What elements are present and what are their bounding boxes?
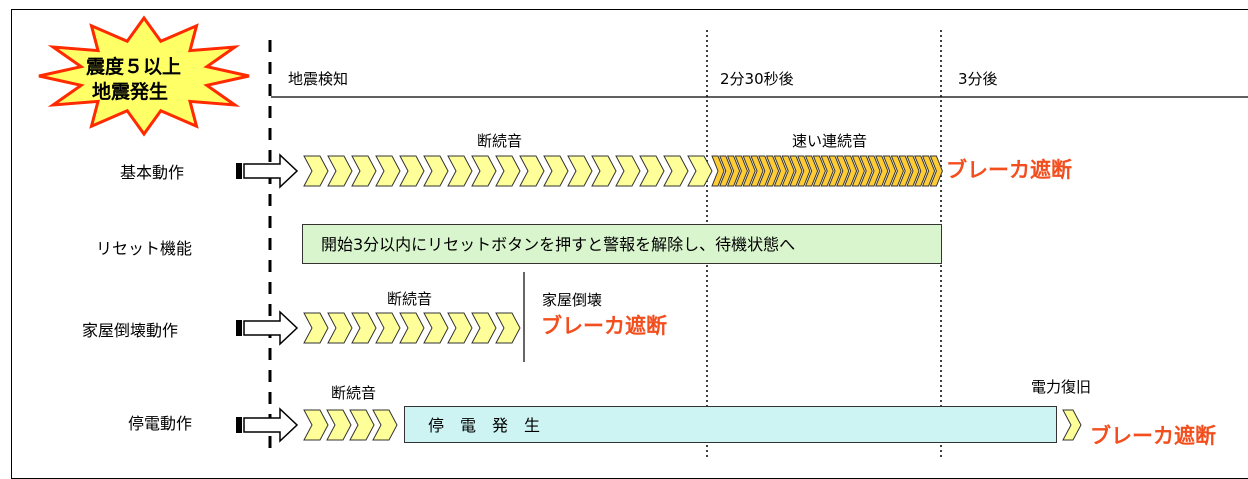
reset-function-box — [302, 224, 942, 264]
reset-function-description: 開始3分以内にリセットボタンを押すと警報を解除し、待機状態へ — [321, 235, 796, 254]
outage-text: 停 電 発 生 — [428, 416, 541, 435]
chevron-slow — [423, 155, 449, 187]
chevron-slow — [399, 312, 425, 344]
outage-start-arrow — [236, 407, 299, 443]
outage-result-breaker: ブレーカ遮断 — [1090, 424, 1216, 448]
chevron-slow — [327, 155, 353, 187]
chevron-slow — [351, 312, 377, 344]
chevron-fast — [742, 155, 756, 187]
collapse-event-label: 家屋倒壊 — [542, 291, 603, 309]
badge-line2: 地震発生 — [92, 81, 169, 103]
chevron-slow — [519, 155, 545, 187]
chevron-fast — [882, 155, 897, 187]
chevron-fast — [890, 155, 904, 187]
chevron-slow — [399, 155, 425, 187]
chevron-fast — [836, 155, 850, 187]
chevron-fast — [812, 155, 826, 187]
row-label-outage: 停電動作 — [128, 414, 193, 433]
chevron-fast — [781, 155, 795, 187]
collapse-start-arrow — [236, 310, 299, 346]
basic-start-arrow — [236, 153, 299, 189]
timeline-3m-label: 3分後 — [958, 70, 998, 88]
chevron-fast — [875, 155, 889, 187]
chevron-fast — [726, 155, 741, 187]
chevron-slow — [687, 155, 713, 187]
chevron-fast — [711, 155, 725, 187]
collapse-intermittent-label: 断続音 — [387, 290, 433, 308]
basic-intermittent-label: 断続音 — [477, 132, 523, 150]
chevron-fast — [773, 155, 787, 187]
chevron-slow — [375, 312, 401, 344]
chevron-fast — [867, 155, 881, 187]
chevron-slow — [471, 312, 497, 344]
timeline-detect-label: 地震検知 — [288, 70, 349, 88]
chevron-slow — [303, 312, 329, 344]
chevron-fast — [843, 155, 858, 187]
chevron-slow — [303, 409, 329, 441]
outage-box — [404, 406, 1057, 443]
chevron-fast — [929, 155, 943, 187]
chevron-fast — [898, 155, 912, 187]
chevron-fast — [851, 155, 865, 187]
chevron-fast — [921, 155, 936, 187]
chevron-slow — [471, 155, 497, 187]
earthquake-badge-starburst — [38, 15, 250, 137]
chevron-slow — [591, 155, 617, 187]
chevron-slow — [447, 312, 473, 344]
chevron-slow — [495, 155, 521, 187]
timeline-2m30s-label: 2分30秒後 — [720, 70, 794, 88]
outage-restore-label: 電力復旧 — [1031, 378, 1092, 396]
chevron-slow — [567, 155, 593, 187]
chevron-fast — [914, 155, 928, 187]
chevron-slow — [447, 155, 473, 187]
chevron-slow — [639, 155, 665, 187]
chevron-slow — [303, 155, 329, 187]
chevron-slow — [615, 155, 641, 187]
chevron-slow — [327, 312, 353, 344]
chevron-fast — [789, 155, 803, 187]
chevron-slow — [495, 312, 521, 344]
chevron-restore — [1062, 409, 1082, 441]
chevron-slow — [375, 155, 401, 187]
chevron-slow — [349, 409, 375, 441]
chevron-slow — [326, 409, 352, 441]
row-label-reset: リセット機能 — [96, 239, 193, 258]
chevron-fast — [804, 155, 819, 187]
chevron-fast — [719, 155, 733, 187]
chevron-fast — [906, 155, 920, 187]
chevron-fast — [750, 155, 764, 187]
row-label-basic: 基本動作 — [120, 163, 185, 182]
chevron-slow — [663, 155, 689, 187]
chevron-fast — [765, 155, 780, 187]
diagram-graphics — [38, 15, 1248, 457]
chevron-fast — [820, 155, 834, 187]
chevron-slow — [543, 155, 569, 187]
chevron-slow — [372, 409, 398, 441]
chevron-fast — [828, 155, 842, 187]
collapse-result-breaker: ブレーカ遮断 — [541, 314, 667, 338]
basic-result-breaker: ブレーカ遮断 — [946, 158, 1072, 182]
row-label-collapse: 家屋倒壊動作 — [82, 321, 179, 340]
basic-fast-label: 速い連続音 — [792, 132, 868, 150]
badge-line1: 震度５以上 — [86, 56, 182, 78]
chevron-fast — [758, 155, 772, 187]
chevron-fast — [859, 155, 873, 187]
diagram-canvas: 震度５以上 地震発生 地震検知 2分30秒後 3分後 基本動作 断続音 速い連続… — [11, 9, 1248, 479]
chevron-slow — [351, 155, 377, 187]
outage-intermittent-label: 断続音 — [331, 384, 377, 402]
chevron-fast — [734, 155, 748, 187]
chevron-slow — [423, 312, 449, 344]
chevron-fast — [797, 155, 811, 187]
